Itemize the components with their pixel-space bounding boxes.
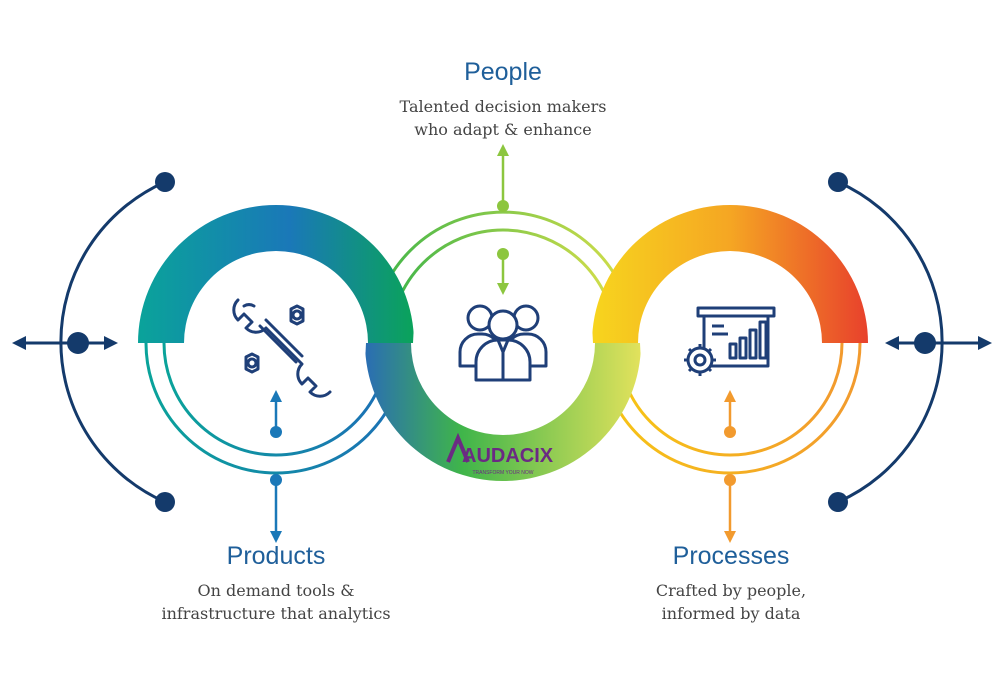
products-ring	[138, 205, 414, 343]
products-arrows	[270, 390, 282, 543]
audacix-logo: AUDACIX TRANSFORM YOUR NOW	[446, 432, 554, 476]
products-description: On demand tools & infrastructure that an…	[116, 579, 436, 625]
processes-description: Crafted by people, informed by data	[571, 579, 891, 625]
logo-name: AUDACIX	[462, 445, 554, 467]
left-outer-arc	[12, 172, 175, 512]
tools-icon	[232, 298, 332, 398]
people-ring	[365, 343, 641, 481]
people-description: Talented decision makers who adapt & enh…	[343, 95, 663, 141]
processes-desc-line-2: informed by data	[661, 604, 801, 623]
products-title: Products	[226, 542, 326, 570]
processes-title: Processes	[672, 542, 790, 570]
team-icon	[458, 304, 548, 382]
presentation-chart-icon	[684, 306, 776, 376]
logo-tagline: TRANSFORM YOUR NOW	[472, 470, 533, 476]
processes-ring	[592, 205, 868, 343]
products-desc-line-2: infrastructure that analytics	[161, 604, 391, 623]
people-arrows	[497, 144, 509, 295]
processes-arrows	[724, 390, 736, 543]
people-title: People	[464, 58, 542, 86]
processes-desc-line-1: Crafted by people,	[655, 581, 807, 600]
right-outer-arc	[828, 172, 992, 512]
products-desc-line-1: On demand tools &	[197, 581, 355, 600]
people-desc-line-2: who adapt & enhance	[414, 120, 592, 139]
people-desc-line-1: Talented decision makers	[399, 97, 607, 116]
